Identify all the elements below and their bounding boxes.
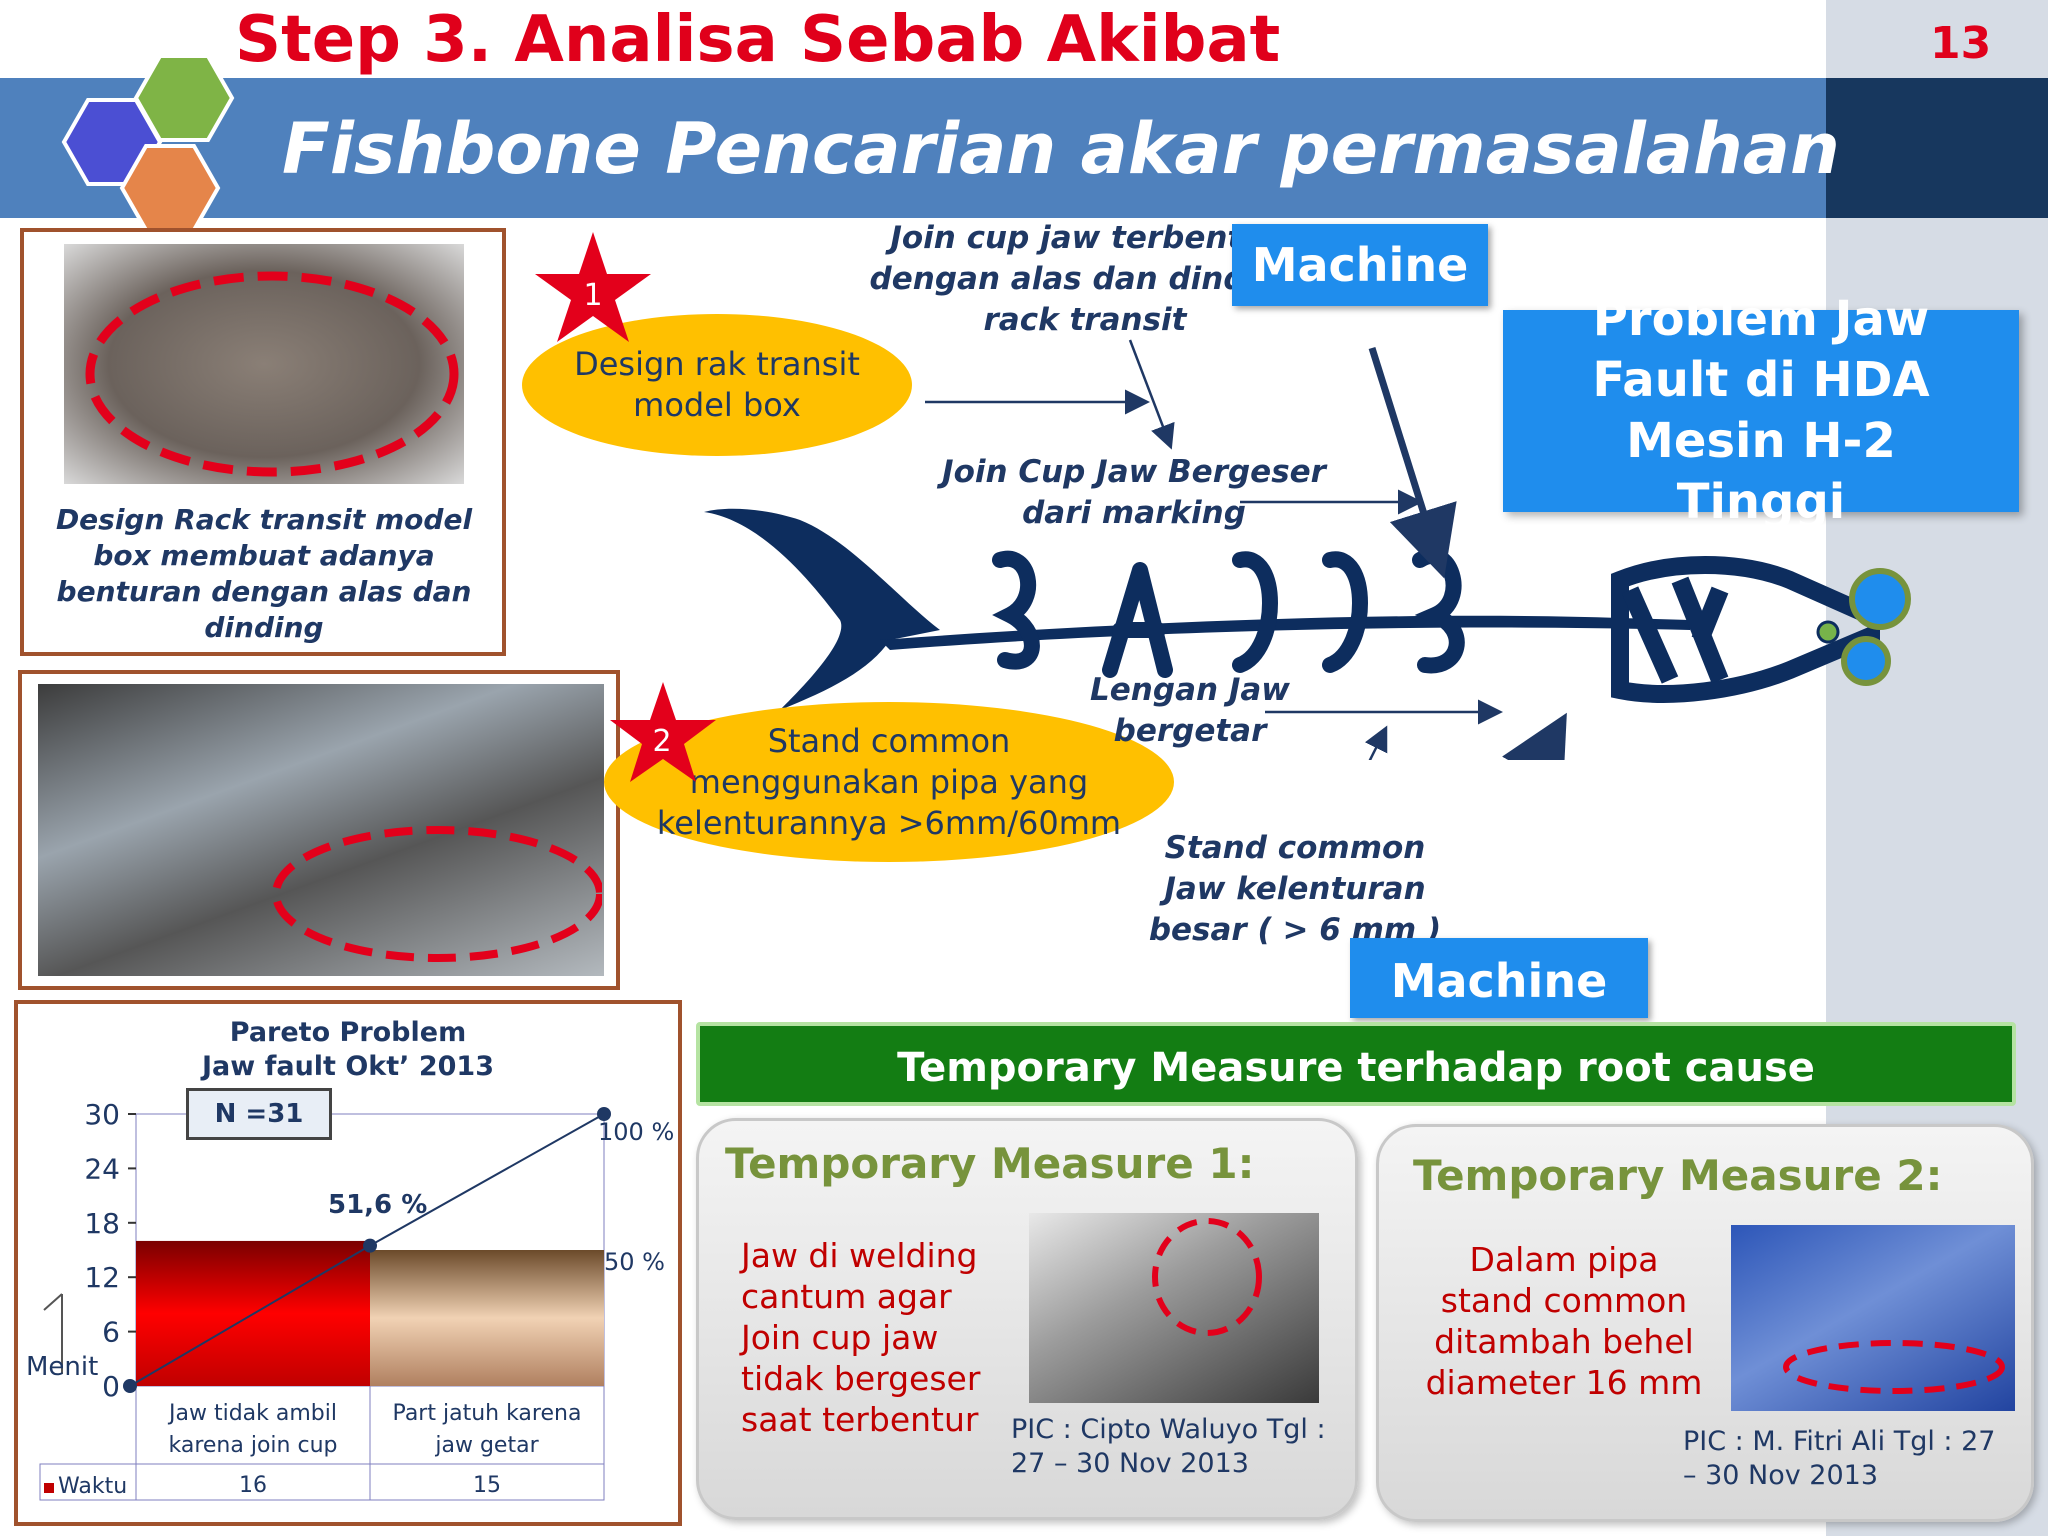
star-2-number: 2 <box>652 724 672 759</box>
banner-dark-block <box>1826 78 2048 218</box>
cause-bottom-1: Lengan Jaw bergetar <box>1090 672 1290 749</box>
y-tick-label: 6 <box>102 1316 120 1349</box>
photo-panel-rack: Design Rack transit model box membuat ad… <box>20 228 506 656</box>
slide-subtitle: Fishbone Pencarian akar permasalahan <box>282 108 1840 190</box>
tm1-pic: PIC : Cipto Waluyo Tgl : 27 – 30 Nov 201… <box>1011 1414 1326 1479</box>
machine-label-top: Machine <box>1232 224 1488 306</box>
y-axis-label: Menit <box>26 1352 99 1382</box>
y-tick-label: 24 <box>84 1152 120 1185</box>
bar-value-label: 16 <box>239 1473 267 1498</box>
n-count-box: N =31 <box>186 1088 332 1140</box>
fish-eye-icon <box>1816 620 1840 644</box>
fish-head-icon <box>1611 556 1880 703</box>
problem-statement: Problem Jaw Fault di HDA Mesin H-2 Tingg… <box>1503 291 2019 530</box>
pareto-chart-panel: Pareto Problem Jaw fault Okt’ 2013 0 6 12 1… <box>14 1000 682 1526</box>
rack-photo-caption: Design Rack transit model box membuat ad… <box>55 503 473 644</box>
tm1-title: Temporary Measure 1: <box>725 1139 1255 1188</box>
fish-ribs-icon <box>992 548 1465 678</box>
cumulative-point <box>597 1107 611 1121</box>
category-label: karena join cup <box>169 1433 338 1458</box>
fishbone-diagram <box>704 339 1880 760</box>
cumulative-point <box>123 1379 137 1393</box>
stand-common-photo <box>38 684 604 976</box>
category-label: jaw getar <box>434 1433 539 1458</box>
fish-tail-icon <box>704 508 940 710</box>
page-number: 13 <box>1930 18 1992 69</box>
subtitle-banner <box>0 78 1826 218</box>
slide-title: Step 3. Analisa Sebab Akibat <box>235 3 1281 77</box>
axis-arrow-icon <box>43 1293 63 1374</box>
cumulative-mid-label: 51,6 % <box>328 1190 428 1220</box>
pareto-title-line1: Pareto Problem <box>229 1017 467 1048</box>
fish-spine-icon <box>880 615 1690 650</box>
tm2-text: Dalam pipa stand common ditambah behel d… <box>1425 1240 1703 1402</box>
cause-top-1: Join cup jaw terbentur dengan alas dan d… <box>869 220 1301 338</box>
table-value-row <box>39 1463 605 1501</box>
legend-waktu-text: Waktu <box>58 1474 128 1499</box>
tm2-title: Temporary Measure 2: <box>1413 1151 1943 1200</box>
y-tick-label: 12 <box>84 1261 120 1294</box>
category-label: Part jatuh karena <box>393 1401 582 1426</box>
star-2-icon <box>610 682 716 782</box>
legend-swatch-icon <box>44 1483 54 1493</box>
cause-bottom-2: Stand common Jaw kelenturan besar ( > 6 … <box>1148 830 1442 948</box>
temporary-measure-header: Temporary Measure terhadap root cause <box>696 1022 2016 1106</box>
pareto-title-line2: Jaw fault Okt’ 2013 <box>202 1051 494 1082</box>
cumulative-point <box>363 1238 377 1253</box>
y-tick-label: 30 <box>84 1098 120 1131</box>
bubble-icons <box>1841 568 1911 686</box>
bar-value-label: 15 <box>473 1473 501 1498</box>
pareto-title: Pareto Problem Jaw fault Okt’ 2013 <box>18 1016 678 1084</box>
y-tick-label: 0 <box>102 1370 120 1403</box>
pct-50-label: 50 % <box>604 1248 665 1276</box>
hexagon-logo-icon <box>61 54 235 232</box>
highlight-ellipse-icon <box>272 826 602 962</box>
y-tick-label: 18 <box>84 1207 120 1240</box>
star-1-icon <box>535 232 651 342</box>
tm1-text: Jaw di welding cantum agar Join cup jaw … <box>741 1236 981 1439</box>
pct-100-label: 100 % <box>598 1118 675 1146</box>
welded-jaw-photo <box>1029 1213 1319 1403</box>
temporary-measure-1-card: Temporary Measure 1: Jaw di welding cant… <box>696 1118 1358 1520</box>
highlight-ellipse-icon <box>1783 1340 2005 1394</box>
photo-panel-stand <box>18 670 620 990</box>
stand-behel-photo <box>1731 1225 2015 1411</box>
legend-waktu: Waktu <box>44 1474 127 1499</box>
highlight-ellipse-icon <box>85 271 459 477</box>
star-1-number: 1 <box>583 278 603 313</box>
temporary-measure-2-card: Temporary Measure 2: Dalam pipa stand co… <box>1376 1124 2034 1522</box>
highlight-circle-icon <box>1152 1218 1262 1336</box>
tm2-pic: PIC : M. Fitri Ali Tgl : 27 – 30 Nov 201… <box>1683 1426 1996 1491</box>
machine-label-bottom: Machine <box>1350 938 1648 1018</box>
root-cause-1-ellipse: Design rak transit model box <box>522 314 912 456</box>
category-label: Jaw tidak ambil <box>167 1401 337 1426</box>
pareto-bar <box>370 1250 604 1386</box>
cause-top-2: Join Cup Jaw Bergeser dari marking <box>942 454 1326 531</box>
